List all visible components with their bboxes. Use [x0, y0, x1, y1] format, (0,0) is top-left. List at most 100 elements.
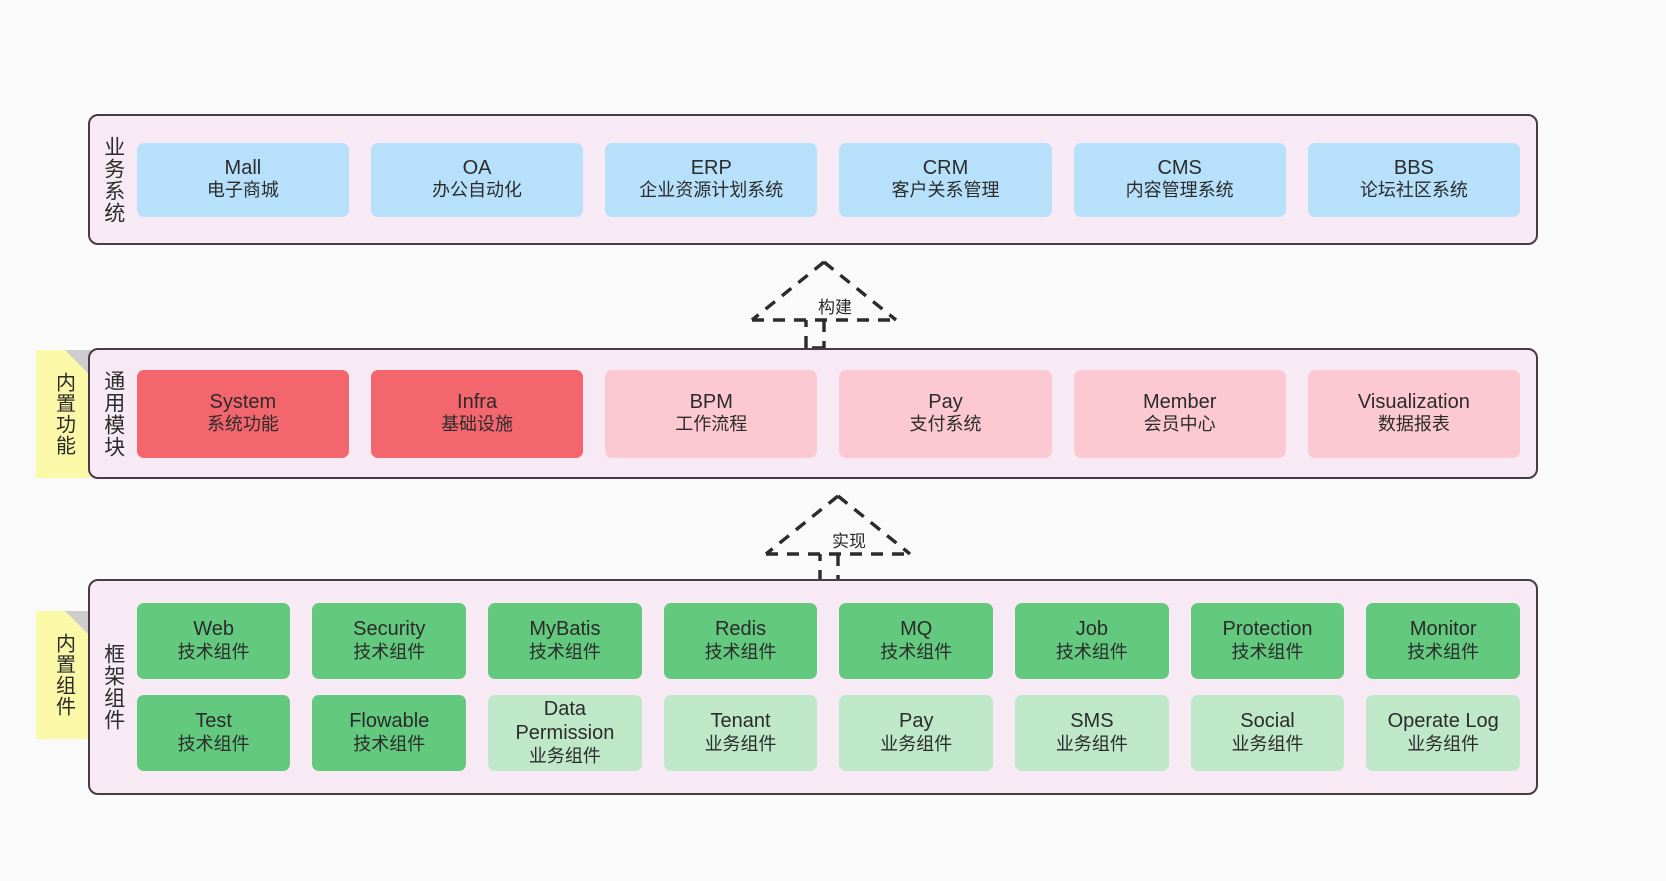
card-redis[interactable]: Redis 技术组件 — [663, 603, 818, 679]
card-subtitle: 支付系统 — [909, 414, 982, 435]
card-subtitle: 数据报表 — [1377, 414, 1450, 435]
card-subtitle: 技术组件 — [1407, 641, 1480, 662]
card-subtitle: 技术组件 — [1055, 641, 1128, 662]
layer-framework-components: 框架组件 Web 技术组件 Security 技术组件 MyBatis 技术组件… — [88, 579, 1538, 795]
generalization-arrow-build: 构建 — [744, 256, 904, 348]
card-subtitle: 业务组件 — [528, 745, 601, 766]
arrow-shape-implement — [764, 494, 912, 582]
card-title: Pay — [898, 710, 934, 733]
card-subtitle: 企业资源计划系统 — [639, 180, 784, 201]
card-title: BPM — [689, 390, 733, 413]
card-subtitle: 业务组件 — [1231, 733, 1304, 754]
card-title: Web — [193, 618, 234, 641]
card-data-permission[interactable]: Data Permission 业务组件 — [488, 695, 642, 771]
card-title: Tenant — [710, 710, 771, 733]
layer-business-system: 业务系统 Mall 电子商城 OA 办公自动化 ERP 企业资源计划系统 CRM… — [88, 114, 1538, 245]
card-title: BBS — [1393, 156, 1434, 179]
card-subtitle: 业务组件 — [880, 733, 953, 754]
card-subtitle: 技术组件 — [880, 641, 953, 662]
card-mall[interactable]: Mall 电子商城 — [136, 142, 349, 217]
card-subtitle: 系统功能 — [206, 414, 279, 435]
card-infra[interactable]: Infra 基础设施 — [370, 369, 584, 458]
card-title: Social — [1240, 710, 1295, 733]
card-row: System 系统功能 Infra 基础设施 BPM 工作流程 Pay 支付系统… — [136, 369, 1520, 458]
card-title: SMS — [1070, 710, 1114, 733]
arrow-label-build: 构建 — [816, 293, 854, 318]
card-title: Mall — [224, 156, 262, 179]
card-title: CRM — [922, 156, 969, 179]
card-protection[interactable]: Protection 技术组件 — [1190, 603, 1345, 679]
card-web[interactable]: Web 技术组件 — [136, 603, 291, 679]
card-job[interactable]: Job 技术组件 — [1015, 603, 1169, 679]
card-bbs[interactable]: BBS 论坛社区系统 — [1307, 142, 1520, 217]
card-subtitle: 业务组件 — [704, 733, 777, 754]
card-mq[interactable]: MQ 技术组件 — [839, 603, 994, 679]
card-erp[interactable]: ERP 企业资源计划系统 — [605, 142, 818, 217]
card-cms[interactable]: CMS 内容管理系统 — [1073, 142, 1286, 217]
card-title: MyBatis — [529, 618, 601, 641]
card-monitor[interactable]: Monitor 技术组件 — [1366, 603, 1521, 679]
layer-body-business: Mall 电子商城 OA 办公自动化 ERP 企业资源计划系统 CRM 客户关系… — [131, 116, 1536, 243]
card-title: Visualization — [1357, 390, 1470, 413]
arrow-shape-build — [750, 260, 898, 348]
layer-title-framework: 框架组件 — [101, 643, 125, 731]
card-crm[interactable]: CRM 客户关系管理 — [839, 142, 1052, 217]
card-row: Web 技术组件 Security 技术组件 MyBatis 技术组件 Redi… — [136, 603, 1521, 679]
layer-body-modules: System 系统功能 Infra 基础设施 BPM 工作流程 Pay 支付系统… — [131, 350, 1536, 477]
card-title: System — [209, 390, 277, 413]
card-subtitle: 技术组件 — [353, 733, 426, 754]
card-operate-log[interactable]: Operate Log 业务组件 — [1366, 695, 1521, 771]
card-pay-component[interactable]: Pay 业务组件 — [839, 695, 994, 771]
arrow-label-implement: 实现 — [830, 527, 868, 552]
card-subtitle: 技术组件 — [528, 641, 601, 662]
layer-common-modules: 通用模块 System 系统功能 Infra 基础设施 BPM 工作流程 Pay… — [88, 348, 1538, 479]
card-social[interactable]: Social 业务组件 — [1190, 695, 1345, 771]
card-subtitle: 会员中心 — [1143, 414, 1216, 435]
card-row: Test 技术组件 Flowable 技术组件 Data Permission … — [136, 695, 1521, 771]
card-title: Infra — [457, 390, 498, 413]
card-subtitle: 电子商城 — [206, 180, 279, 201]
card-row: Mall 电子商城 OA 办公自动化 ERP 企业资源计划系统 CRM 客户关系… — [136, 142, 1520, 217]
card-subtitle: 办公自动化 — [432, 180, 523, 201]
card-subtitle: 技术组件 — [704, 641, 777, 662]
card-security[interactable]: Security 技术组件 — [312, 603, 467, 679]
card-subtitle: 内容管理系统 — [1125, 180, 1234, 201]
card-title: Security — [353, 618, 426, 641]
card-title: CMS — [1157, 156, 1202, 179]
card-subtitle: 业务组件 — [1407, 733, 1480, 754]
card-pay-module[interactable]: Pay 支付系统 — [839, 369, 1052, 458]
card-flowable[interactable]: Flowable 技术组件 — [312, 695, 467, 771]
card-subtitle: 业务组件 — [1055, 733, 1128, 754]
card-sms[interactable]: SMS 业务组件 — [1015, 695, 1169, 771]
card-title: Flowable — [349, 710, 430, 733]
note-label: 内置功能 — [52, 372, 75, 456]
card-subtitle: 技术组件 — [177, 733, 250, 754]
card-title: Member — [1143, 390, 1217, 413]
card-test[interactable]: Test 技术组件 — [136, 695, 291, 771]
card-subtitle: 客户关系管理 — [891, 180, 1000, 201]
card-subtitle: 基础设施 — [441, 414, 514, 435]
card-title: Protection — [1222, 618, 1313, 641]
card-system[interactable]: System 系统功能 — [136, 369, 349, 458]
card-member[interactable]: Member 会员中心 — [1073, 369, 1286, 458]
card-tenant[interactable]: Tenant 业务组件 — [663, 695, 818, 771]
layer-title-modules: 通用模块 — [101, 369, 125, 458]
layer-title-business: 业务系统 — [101, 135, 125, 224]
card-visualization[interactable]: Visualization 数据报表 — [1307, 369, 1520, 458]
card-title: ERP — [690, 156, 732, 179]
card-subtitle: 技术组件 — [1231, 641, 1304, 662]
card-title: Operate Log — [1387, 710, 1499, 733]
layer-body-framework: Web 技术组件 Security 技术组件 MyBatis 技术组件 Redi… — [131, 581, 1536, 793]
card-subtitle: 论坛社区系统 — [1359, 180, 1468, 201]
card-subtitle: 工作流程 — [675, 414, 748, 435]
card-title: Monitor — [1409, 618, 1477, 641]
card-bpm[interactable]: BPM 工作流程 — [605, 369, 818, 458]
card-title: Test — [195, 710, 232, 733]
card-subtitle: 技术组件 — [353, 641, 426, 662]
card-oa[interactable]: OA 办公自动化 — [370, 142, 584, 217]
card-title: Pay — [928, 390, 963, 413]
card-mybatis[interactable]: MyBatis 技术组件 — [488, 603, 642, 679]
card-title: Job — [1075, 618, 1108, 641]
card-subtitle: 技术组件 — [177, 641, 250, 662]
note-builtin-component: 内置组件 — [36, 611, 91, 739]
